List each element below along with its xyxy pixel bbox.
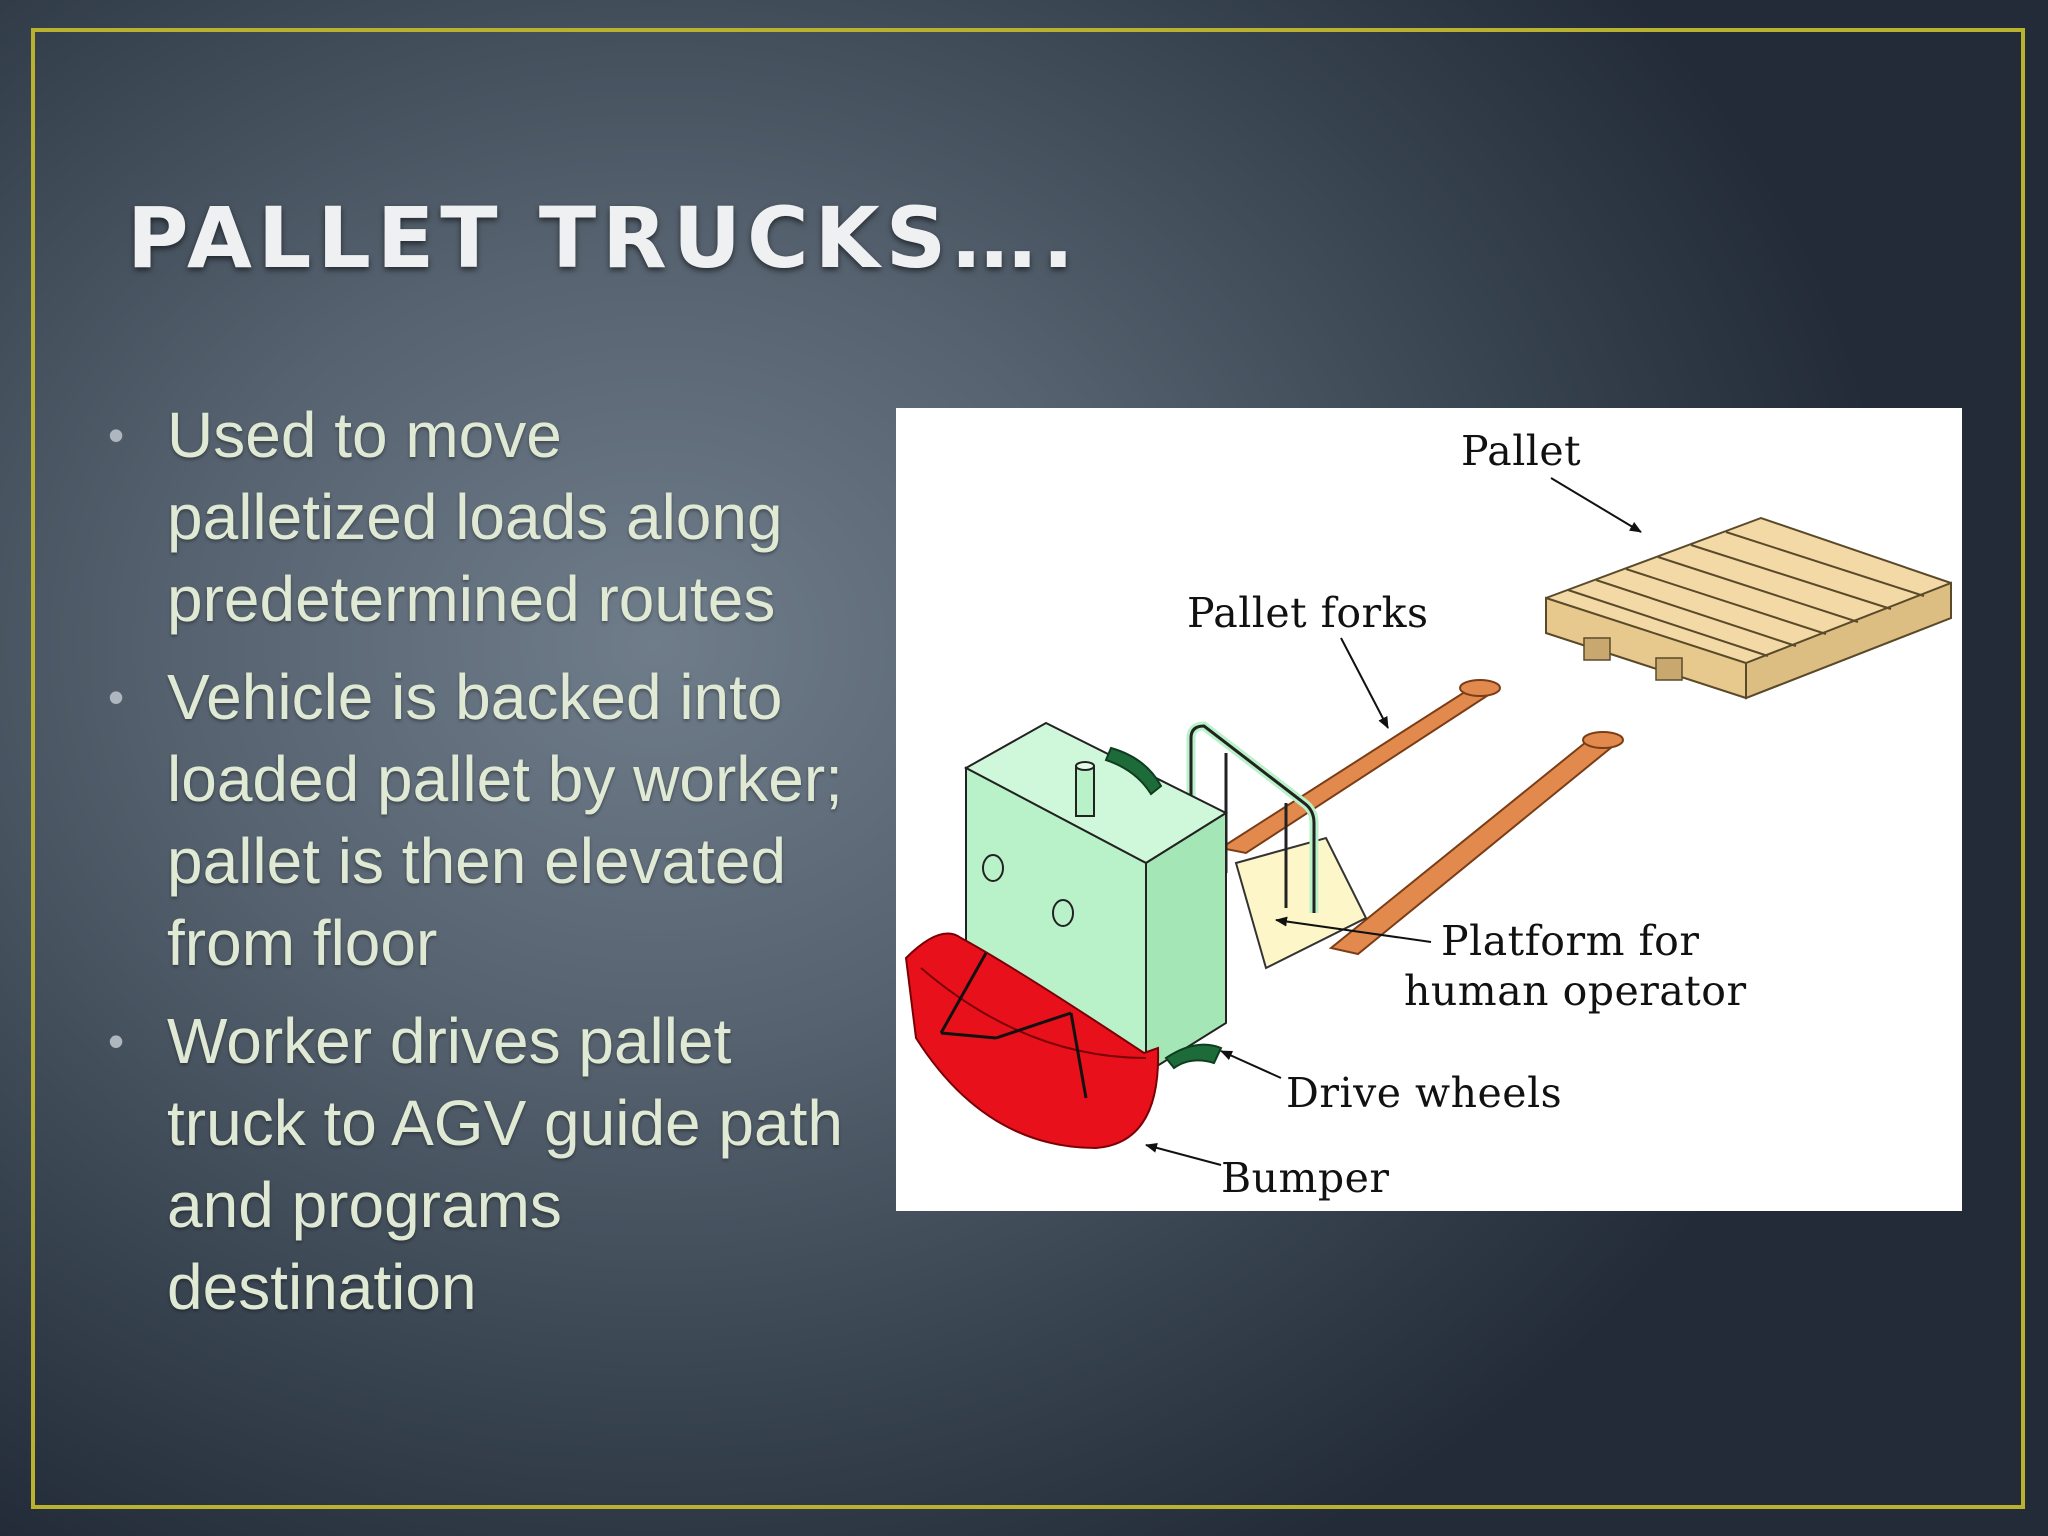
bullet-text: Used to move palletized loads along pred… xyxy=(167,399,783,635)
slide-frame xyxy=(31,28,2025,1509)
bullet-dot-icon: • xyxy=(108,671,125,723)
pallet-forks-shape xyxy=(1218,679,1624,956)
bullet-text: Vehicle is backed into loaded pallet by … xyxy=(167,661,843,979)
pallet-truck-diagram: Pallet Pallet forks Platform for human o… xyxy=(896,408,1962,1211)
drive-wheel-shape xyxy=(1164,1043,1223,1070)
callout-pallet-forks: Pallet forks xyxy=(1187,589,1429,637)
pallet-truck-illustration xyxy=(904,477,1952,1166)
leader-arrows xyxy=(1145,477,1642,1166)
bullet-item: • Used to move palletized loads along pr… xyxy=(104,394,844,640)
bumper-shape xyxy=(904,932,1160,1150)
bullet-item: • Worker drives pallet truck to AGV guid… xyxy=(104,1000,844,1328)
bullet-text: Worker drives pallet truck to AGV guide … xyxy=(167,1005,843,1323)
bullet-list: • Used to move palletized loads along pr… xyxy=(104,394,844,1344)
operator-platform-shape xyxy=(1234,836,1368,970)
callout-bumper: Bumper xyxy=(1221,1154,1390,1202)
slide-title: PALLET TRUCKS…. xyxy=(127,189,1081,287)
callout-platform-line1: Platform for xyxy=(1441,917,1700,965)
bullet-dot-icon: • xyxy=(108,409,125,461)
pallet-shape xyxy=(1545,516,1952,700)
callout-platform-line2: human operator xyxy=(1404,967,1747,1015)
callout-drive-wheels: Drive wheels xyxy=(1286,1069,1563,1117)
bullet-dot-icon: • xyxy=(108,1015,125,1067)
callout-pallet: Pallet xyxy=(1461,427,1582,475)
bullet-item: • Vehicle is backed into loaded pallet b… xyxy=(104,656,844,984)
